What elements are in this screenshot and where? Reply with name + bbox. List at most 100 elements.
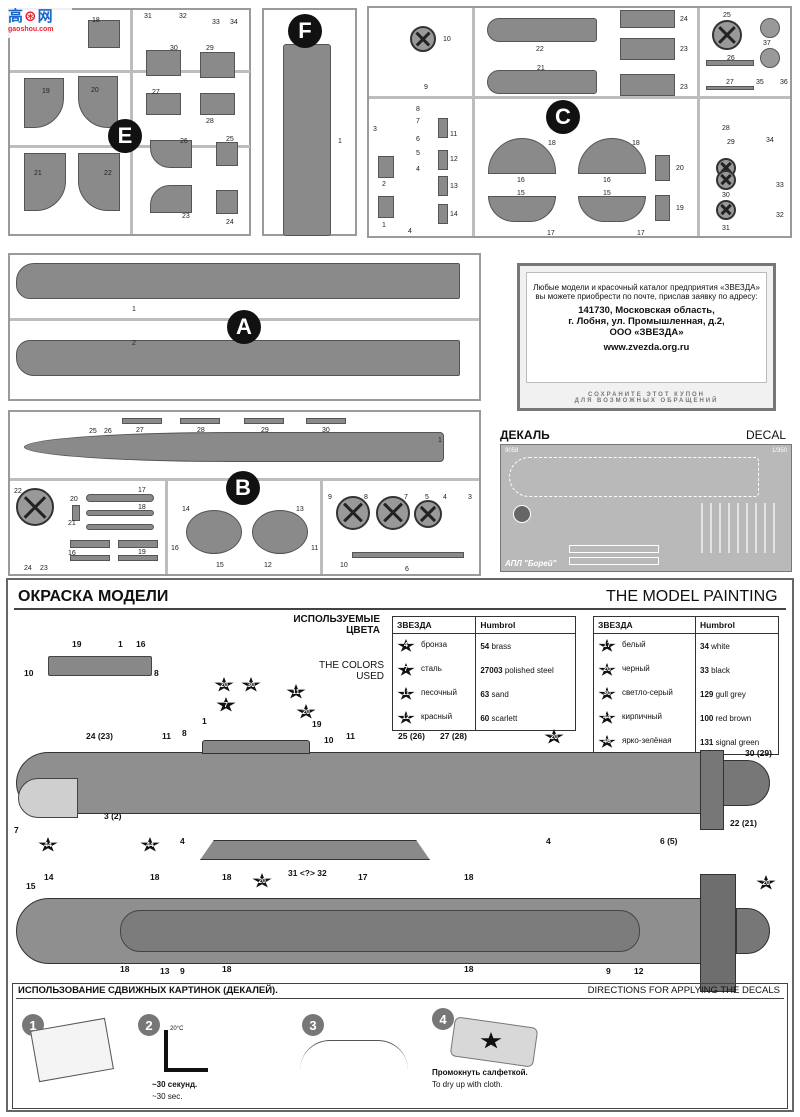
part-label: 16 xyxy=(517,177,525,184)
color-humbrol-cell: 63 sand xyxy=(475,682,576,706)
callout: 18 xyxy=(464,964,474,974)
color-code-star: 12 xyxy=(397,711,415,724)
callout: 25 (26) xyxy=(398,731,425,741)
callout: 19 xyxy=(72,639,82,649)
part-b-28 xyxy=(180,418,220,424)
part-label: 31 xyxy=(144,13,152,20)
part-label: 23 xyxy=(680,84,688,91)
part-label: 32 xyxy=(179,13,187,20)
callout: 11 xyxy=(346,731,355,741)
part-label: 12 xyxy=(450,156,458,163)
callout: 18 xyxy=(150,872,160,882)
color-humbrol-cell: 129 gull grey xyxy=(695,682,779,706)
coupon-line: вы можете приобрести по почте, прислав з… xyxy=(535,292,758,301)
part-label: 35 xyxy=(756,79,764,86)
part-c-10 xyxy=(410,26,436,52)
color-name-ru: песочный xyxy=(421,688,457,697)
part-label: 4 xyxy=(416,166,420,173)
part-label: 29 xyxy=(261,427,269,434)
sprue-letter-e: E xyxy=(108,119,142,153)
part-c-23a xyxy=(620,38,675,60)
callout: 4 xyxy=(180,836,185,846)
coupon-address: г. Лобня, ул. Промышленная, д.2, xyxy=(568,316,725,327)
part-a-2 xyxy=(16,340,460,376)
callout: 30 (29) xyxy=(745,748,772,758)
decal-caption: АПЛ "Борей" xyxy=(505,559,557,568)
color-name-en: signal green xyxy=(715,737,760,747)
part-label: 17 xyxy=(138,487,146,494)
part-c-13 xyxy=(438,176,448,196)
part-label: 34 xyxy=(766,137,774,144)
stern-fin-side xyxy=(700,750,724,830)
part-label: 23 xyxy=(40,565,48,572)
callout: 27 (28) xyxy=(440,731,467,741)
color-humbrol-cell: 34 white xyxy=(695,633,779,658)
coupon-url[interactable]: www.zvezda.org.ru xyxy=(603,342,690,353)
sail-detail xyxy=(48,656,152,676)
part-c-22 xyxy=(487,18,597,42)
part-label: 24 xyxy=(24,565,32,572)
step-4-caption-en: To dry up with cloth. xyxy=(432,1080,503,1089)
part-label: 30 xyxy=(322,427,330,434)
step-3-badge: 3 xyxy=(302,1014,324,1036)
part-c-25 xyxy=(712,20,742,50)
part-b-27 xyxy=(122,418,162,424)
part-label: 33 xyxy=(776,182,784,189)
callout: 4 xyxy=(546,836,551,846)
part-label: 24 xyxy=(680,16,688,23)
part-label: 14 xyxy=(182,506,190,513)
callout: 6 (5) xyxy=(660,836,678,846)
humbrol-number: 131 xyxy=(700,737,714,747)
callout: 12 xyxy=(634,966,644,976)
part-b-19a xyxy=(70,555,110,561)
part-label: 29 xyxy=(727,139,735,146)
part-c-21 xyxy=(487,70,597,94)
callout: 17 xyxy=(358,872,368,882)
part-c-19 xyxy=(655,195,670,221)
propulsor-side xyxy=(716,760,770,806)
part-label: 13 xyxy=(450,183,458,190)
coupon-footer: СОХРАНИТЕ ЭТОТ КУПОН ДЛЯ ВОЗМОЖНЫХ ОБРАЩ… xyxy=(520,392,773,404)
part-label: 21 xyxy=(68,520,76,527)
part-b-30 xyxy=(306,418,346,424)
part-b-16a xyxy=(70,540,110,548)
callout: 19 xyxy=(312,719,322,729)
part-label: 27 xyxy=(726,79,734,86)
part-label: 15 xyxy=(216,562,224,569)
part-label: 26 xyxy=(727,55,735,62)
part-label: 21 xyxy=(537,65,545,72)
step-2-water xyxy=(164,1030,168,1072)
part-label: 3 xyxy=(373,126,377,133)
sprue-b-runner-v2 xyxy=(320,480,323,574)
part-c-12 xyxy=(438,150,448,170)
color-name-en: sand xyxy=(491,689,509,699)
part-b-6 xyxy=(352,552,464,558)
sprue-c-runner-v2 xyxy=(697,8,700,236)
part-label: 9 xyxy=(328,494,332,501)
part-c-23b xyxy=(620,74,675,96)
part-label: 9 xyxy=(424,84,428,91)
part-label: 29 xyxy=(206,45,214,52)
part-label: 16 xyxy=(171,545,179,552)
part-label: 4 xyxy=(408,228,412,235)
part-label: 20 xyxy=(91,87,99,94)
part-label: 19 xyxy=(138,549,146,556)
callout: 9 xyxy=(606,966,611,976)
watermark: 高⊛网 gaoshou.com xyxy=(8,8,72,38)
sprue-e-runner-h1 xyxy=(10,70,250,73)
callout: 14 xyxy=(44,872,54,882)
part-e-22 xyxy=(78,153,120,211)
part-e-24 xyxy=(216,190,238,214)
part-label: 19 xyxy=(676,205,684,212)
callout: 10 xyxy=(324,735,334,745)
